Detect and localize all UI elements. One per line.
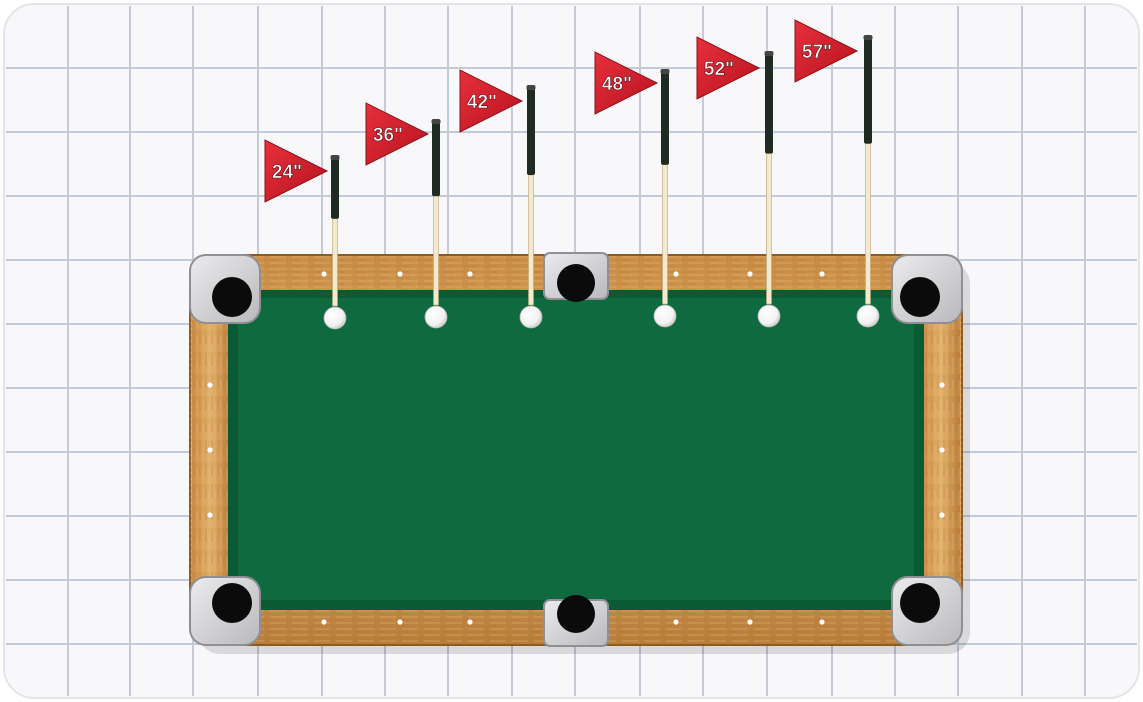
- rail-diamond: [207, 447, 212, 452]
- cue-ball-icon: [425, 306, 447, 328]
- cue-length-label: 57": [802, 42, 832, 63]
- cue-length-label: 36": [373, 125, 403, 146]
- cue-bumper: [331, 155, 340, 160]
- cue-bumper: [527, 85, 536, 90]
- rail-diamond: [747, 271, 752, 276]
- table-felt: [238, 298, 914, 600]
- cue-bumper: [432, 119, 441, 124]
- cue-bumper: [864, 35, 873, 40]
- cue-length-label: 48": [602, 74, 632, 95]
- cue-shaft: [434, 196, 439, 305]
- rail-diamond: [207, 512, 212, 517]
- rail-diamond: [321, 619, 326, 624]
- pocket-top-left: [190, 255, 260, 323]
- cue-ball-icon: [324, 307, 346, 329]
- cue-butt: [765, 54, 773, 154]
- rail-diamond: [819, 619, 824, 624]
- cue-ball-icon: [654, 305, 676, 327]
- cue-shaft: [866, 144, 871, 304]
- rail-diamond: [397, 271, 402, 276]
- cue-butt: [331, 158, 339, 219]
- rail-diamond: [819, 271, 824, 276]
- cue-ball-icon: [758, 305, 780, 327]
- cue-length-label: 52": [704, 59, 734, 80]
- rail-diamond: [939, 447, 944, 452]
- rail-diamond: [397, 619, 402, 624]
- cue-length-label: 24": [272, 162, 302, 183]
- cue-bumper: [661, 69, 670, 74]
- rail-diamond: [673, 271, 678, 276]
- cue-butt: [527, 88, 535, 175]
- pocket-bottom-left: [190, 577, 260, 645]
- rail-diamond: [207, 382, 212, 387]
- cue-butt: [432, 122, 440, 196]
- pocket-top-middle: [544, 253, 608, 302]
- pocket-bottom-middle: [544, 595, 608, 646]
- cue-shaft: [767, 154, 772, 304]
- pocket-top-right: [892, 255, 962, 323]
- cue-butt: [864, 38, 872, 144]
- cue-butt: [661, 72, 669, 165]
- rail-diamond: [673, 619, 678, 624]
- cue-ball-icon: [857, 305, 879, 327]
- rail-diamond: [467, 271, 472, 276]
- rail-diamond: [747, 619, 752, 624]
- cue-ball-icon: [520, 306, 542, 328]
- cue-length-label: 42": [467, 92, 497, 113]
- rail-diamond: [321, 271, 326, 276]
- pocket-bottom-right: [892, 577, 962, 645]
- rail-diamond: [467, 619, 472, 624]
- cue-bumper: [765, 51, 774, 56]
- cue-shaft: [333, 219, 338, 306]
- rail-diamond: [939, 382, 944, 387]
- cue-shaft: [529, 175, 534, 305]
- cue-shaft: [663, 165, 668, 304]
- rail-diamond: [939, 512, 944, 517]
